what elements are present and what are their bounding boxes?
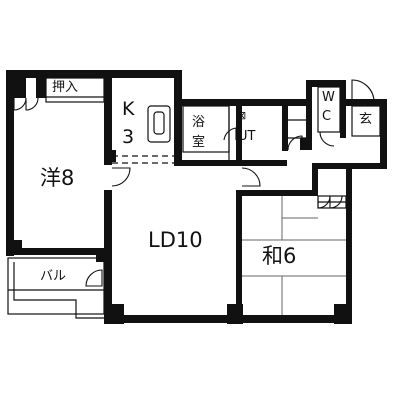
kitchen-label-num: 3 [122, 126, 135, 148]
door-swing [319, 131, 335, 147]
wall [36, 78, 46, 98]
door-swing [241, 167, 261, 187]
room-label-ld: LD10 [148, 228, 203, 252]
walls [6, 70, 387, 324]
toilet-box [317, 86, 341, 133]
wc-label-c: C [322, 109, 332, 124]
wall [182, 160, 287, 166]
balcony-label: バル [40, 269, 67, 284]
bath-label-1: 浴 [192, 115, 206, 130]
wall [240, 190, 318, 196]
wall [96, 248, 110, 262]
kitchen-label-k: K [122, 98, 135, 120]
wall [236, 106, 242, 166]
tatami [242, 196, 346, 315]
wall [340, 80, 346, 138]
room-label-western: 洋8 [40, 166, 75, 190]
sink-basin [153, 111, 165, 135]
wall [104, 304, 124, 324]
wall [6, 78, 26, 98]
wall [6, 248, 110, 255]
wall [227, 304, 243, 324]
ut-label: UT [238, 129, 256, 144]
wall [306, 80, 346, 87]
entrance-box [351, 105, 381, 137]
door-swing [351, 79, 375, 103]
wall [6, 70, 181, 78]
entrance-label: 玄 [359, 112, 373, 127]
wall [104, 150, 116, 162]
wall [312, 163, 318, 193]
door-swing [85, 269, 103, 287]
washer-icon: ⊠ [237, 109, 247, 122]
wall [334, 304, 352, 324]
door-swing [223, 127, 237, 141]
door-swing [25, 97, 39, 111]
wall [300, 138, 312, 150]
bath-tub [182, 105, 230, 153]
wall [104, 75, 112, 165]
balcony-rail [7, 257, 105, 315]
closet-outline [45, 77, 105, 103]
wc-label-w: W [322, 90, 335, 105]
kitchen-boundary [112, 155, 174, 164]
fixtures [7, 77, 381, 320]
wall [380, 99, 387, 167]
wall [174, 70, 182, 166]
wall [306, 80, 312, 138]
door-swing [287, 135, 303, 151]
bath-label-2: 室 [192, 135, 206, 150]
closet-label: 押入 [52, 80, 79, 95]
doors [13, 79, 375, 287]
wall [236, 190, 242, 323]
balcony-rail [13, 262, 104, 319]
sink [147, 105, 171, 143]
door-swing [13, 97, 27, 111]
wall [8, 240, 22, 252]
door-swing [329, 195, 343, 209]
wall [282, 106, 288, 151]
wall [174, 99, 310, 106]
door-swing [111, 167, 131, 187]
wall [6, 70, 14, 256]
room-label-japanese: 和6 [262, 244, 297, 268]
